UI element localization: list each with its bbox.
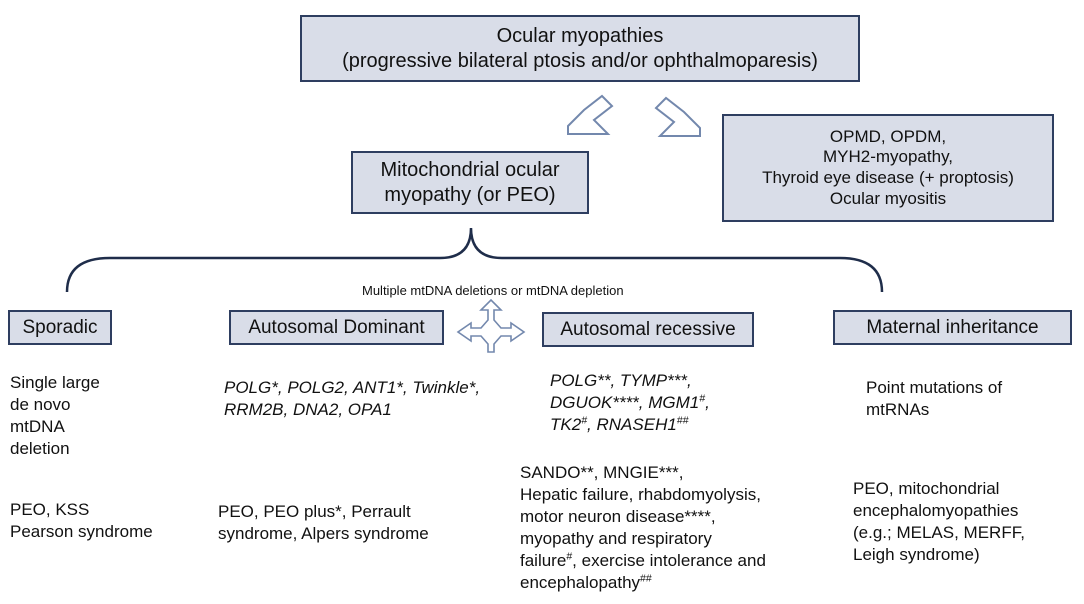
category-ad-label: Autosomal Dominant bbox=[248, 316, 425, 338]
ar-gene-text: TK2 bbox=[550, 415, 582, 435]
maternal-genes: Point mutations of mtRNAs bbox=[866, 377, 1002, 421]
sporadic-gene-line: deletion bbox=[10, 439, 70, 459]
ar-gene-text: DGUOK****, MGM1 bbox=[550, 393, 700, 413]
other-ocular-myopathies-box: OPMD, OPDM, MYH2-myopathy, Thyroid eye d… bbox=[722, 114, 1054, 222]
gene-dna2: DNA2 bbox=[292, 400, 339, 420]
arrow-down-left-icon bbox=[567, 94, 614, 135]
category-autosomal-dominant: Autosomal Dominant bbox=[229, 310, 444, 345]
gene-opa1: OPA1 bbox=[347, 400, 392, 420]
ar-phenotype-text: , exercise intolerance and bbox=[572, 551, 766, 571]
ar-gene-sup: ## bbox=[676, 414, 689, 427]
gene-separator: , bbox=[338, 400, 348, 420]
ar-phenotype-line: failure#, exercise intolerance and bbox=[520, 550, 766, 572]
maternal-phenotype-line: encephalomyopathies bbox=[853, 501, 1019, 521]
ar-gene-sup: # bbox=[699, 392, 706, 405]
ocular-myopathies-subtitle: (progressive bilateral ptosis and/or oph… bbox=[342, 49, 818, 72]
sporadic-phenotype-line: Pearson syndrome bbox=[10, 522, 153, 542]
four-way-arrow-icon bbox=[456, 298, 526, 353]
sporadic-genes: Single large de novo mtDNA deletion bbox=[10, 372, 100, 460]
gene-separator: , bbox=[402, 378, 413, 397]
gene-ant1: ANT1* bbox=[352, 378, 403, 397]
ar-phenotype-text: failure bbox=[520, 551, 567, 571]
ar-phenotype-line: motor neuron disease****, bbox=[520, 507, 716, 527]
maternal-gene-line: Point mutations of bbox=[866, 378, 1003, 397]
ar-phenotype-text: encephalopathy bbox=[520, 573, 641, 593]
gene-separator: , bbox=[475, 378, 481, 397]
other-line2: MYH2-myopathy, bbox=[822, 147, 954, 167]
maternal-gene-line: mtRNAs bbox=[866, 400, 930, 420]
category-maternal-inheritance: Maternal inheritance bbox=[833, 310, 1072, 345]
maternal-phenotypes: PEO, mitochondrial encephalomyopathies (… bbox=[853, 478, 1025, 566]
ad-phenotype-line: syndrome, Alpers syndrome bbox=[218, 524, 429, 544]
ar-gene-text: , RNASEH1 bbox=[587, 415, 677, 435]
ar-phenotype-line: Hepatic failure, rhabdomyolysis, bbox=[520, 485, 761, 505]
arrow-down-right-icon bbox=[654, 96, 701, 137]
category-sporadic: Sporadic bbox=[8, 310, 112, 345]
maternal-phenotype-line: PEO, mitochondrial bbox=[853, 479, 1000, 498]
ad-gene-line-2: RRM2B, DNA2, OPA1 bbox=[224, 399, 480, 421]
mitochondrial-ocular-myopathy-box: Mitochondrial ocular myopathy (or PEO) bbox=[351, 151, 589, 214]
sporadic-phenotypes: PEO, KSS Pearson syndrome bbox=[10, 499, 153, 543]
sporadic-gene-line: Single large bbox=[10, 373, 100, 392]
ocular-myopathies-box: Ocular myopathies (progressive bilateral… bbox=[300, 15, 860, 82]
ar-gene-line-1: POLG**, TYMP***, bbox=[550, 371, 692, 390]
gene-separator: , bbox=[283, 400, 293, 420]
maternal-phenotype-line: (e.g.; MELAS, MERFF, bbox=[853, 523, 1025, 543]
other-line1: OPMD, OPDM, bbox=[829, 126, 947, 146]
sporadic-phenotype-line: PEO, KSS bbox=[10, 500, 90, 519]
gene-separator: , bbox=[277, 378, 288, 397]
sporadic-gene-line: mtDNA bbox=[10, 417, 65, 437]
ar-phenotype-line: myopathy and respiratory bbox=[520, 529, 712, 549]
other-line4: Ocular myositis bbox=[829, 188, 947, 208]
ar-phenotypes: SANDO**, MNGIE***, Hepatic failure, rhab… bbox=[520, 462, 766, 595]
gene-twinkle: Twinkle* bbox=[412, 378, 476, 397]
ar-genes: POLG**, TYMP***, DGUOK****, MGM1#, TK2#,… bbox=[550, 370, 710, 436]
category-autosomal-recessive: Autosomal recessive bbox=[542, 312, 754, 347]
ad-gene-line-1: POLG*, POLG2, ANT1*, Twinkle*, bbox=[224, 377, 480, 399]
multiple-deletions-label: Multiple mtDNA deletions or mtDNA deplet… bbox=[362, 283, 624, 298]
ar-phenotype-line: encephalopathy## bbox=[520, 572, 766, 594]
category-ar-label: Autosomal recessive bbox=[560, 318, 736, 340]
ar-phenotype-line: SANDO**, MNGIE***, bbox=[520, 463, 684, 482]
mito-line2: myopathy (or PEO) bbox=[384, 183, 556, 206]
gene-polg: POLG* bbox=[224, 378, 278, 397]
gene-polg2: POLG2 bbox=[287, 378, 345, 397]
other-line3: Thyroid eye disease (+ proptosis) bbox=[762, 168, 1014, 187]
ad-phenotypes: PEO, PEO plus*, Perrault syndrome, Alper… bbox=[218, 501, 429, 545]
ar-gene-line-3: TK2#, RNASEH1## bbox=[550, 414, 710, 436]
maternal-phenotype-line: Leigh syndrome) bbox=[853, 545, 980, 565]
category-sporadic-label: Sporadic bbox=[22, 316, 98, 338]
gene-rrm2b: RRM2B bbox=[224, 400, 284, 420]
ad-phenotype-line: PEO, PEO plus*, Perrault bbox=[218, 502, 411, 521]
ad-genes: POLG*, POLG2, ANT1*, Twinkle*, RRM2B, DN… bbox=[224, 377, 480, 422]
ar-gene-line-2: DGUOK****, MGM1#, bbox=[550, 392, 710, 414]
ocular-myopathies-title: Ocular myopathies bbox=[496, 25, 664, 48]
ar-phenotype-sup: # bbox=[566, 550, 573, 563]
mito-line1: Mitochondrial ocular bbox=[380, 159, 560, 182]
ar-phenotype-sup: ## bbox=[640, 572, 652, 585]
sporadic-gene-line: de novo bbox=[10, 395, 71, 415]
ar-gene-sup: # bbox=[581, 414, 588, 427]
category-maternal-label: Maternal inheritance bbox=[866, 316, 1039, 338]
branch-bracket bbox=[65, 227, 884, 293]
ar-gene-text: , bbox=[705, 393, 710, 413]
gene-separator: , bbox=[344, 378, 353, 397]
